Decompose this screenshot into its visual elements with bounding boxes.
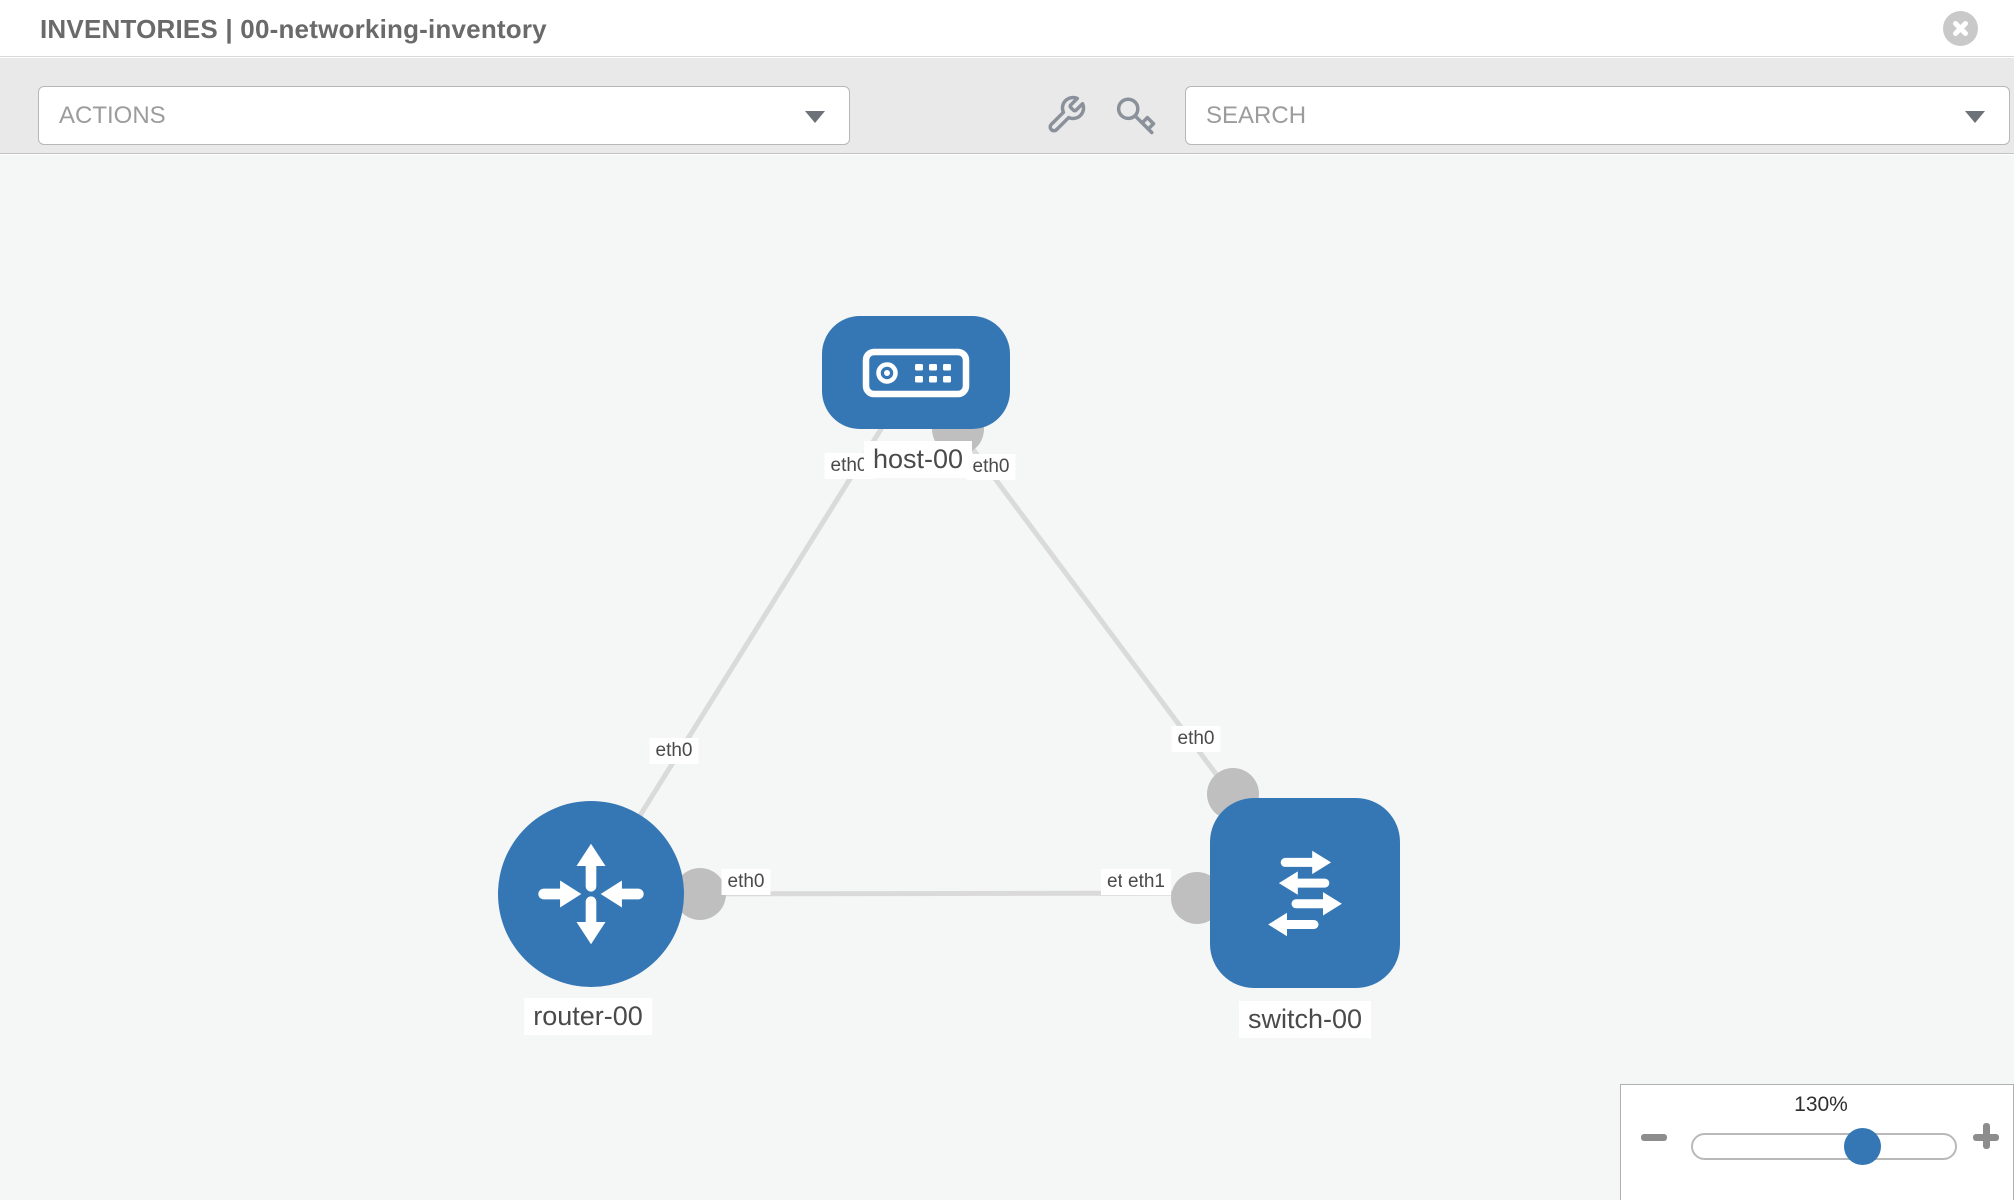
router-icon xyxy=(538,843,644,945)
wrench-icon xyxy=(1048,95,1086,133)
node-label-host-00: host-00 xyxy=(863,441,973,478)
host-icon xyxy=(862,348,970,397)
header: INVENTORIES | 00-networking-inventory xyxy=(0,0,2014,57)
search-dropdown-label: SEARCH xyxy=(1206,102,1307,129)
node-host-00[interactable] xyxy=(822,316,1010,429)
node-label-switch-00: switch-00 xyxy=(1238,1001,1372,1038)
search-dropdown[interactable]: SEARCH xyxy=(1185,86,2010,145)
key-icon xyxy=(1116,97,1156,135)
toolbar: ACTIONS SEARCH xyxy=(0,58,2014,154)
page-title: INVENTORIES | 00-networking-inventory xyxy=(40,14,547,44)
zoom-in-button[interactable] xyxy=(1969,1119,2003,1153)
zoom-out-button[interactable] xyxy=(1637,1119,1671,1153)
topology-canvas[interactable]: host-00 router-00 switch-00 eth0 eth0 et… xyxy=(0,155,2014,1200)
interface-label: eth0 xyxy=(721,869,771,895)
zoom-slider-knob[interactable] xyxy=(1844,1128,1881,1165)
interface-label: eth0 xyxy=(966,454,1016,480)
chevron-down-icon xyxy=(1965,111,1985,123)
key-button[interactable] xyxy=(1115,94,1157,136)
interface-label: eth0 xyxy=(1171,726,1221,752)
configure-button[interactable] xyxy=(1045,94,1087,136)
actions-dropdown[interactable]: ACTIONS xyxy=(38,86,850,145)
node-label-router-00: router-00 xyxy=(524,998,652,1035)
interface-port xyxy=(674,868,726,920)
actions-dropdown-label: ACTIONS xyxy=(59,102,166,129)
switch-icon xyxy=(1268,850,1342,937)
plus-icon xyxy=(1982,1123,1990,1149)
node-router-00[interactable] xyxy=(498,801,684,987)
zoom-value: 130% xyxy=(1794,1093,1848,1116)
interface-label: eth1 xyxy=(1122,869,1171,895)
chevron-down-icon xyxy=(805,111,825,123)
close-button[interactable] xyxy=(1943,11,1978,46)
interface-label: eth0 xyxy=(649,738,699,764)
minus-icon xyxy=(1641,1134,1667,1141)
zoom-panel: 130% xyxy=(1620,1084,2014,1200)
topology-edges xyxy=(588,371,1308,924)
zoom-slider[interactable] xyxy=(1691,1133,1957,1160)
node-switch-00[interactable] xyxy=(1210,798,1400,988)
